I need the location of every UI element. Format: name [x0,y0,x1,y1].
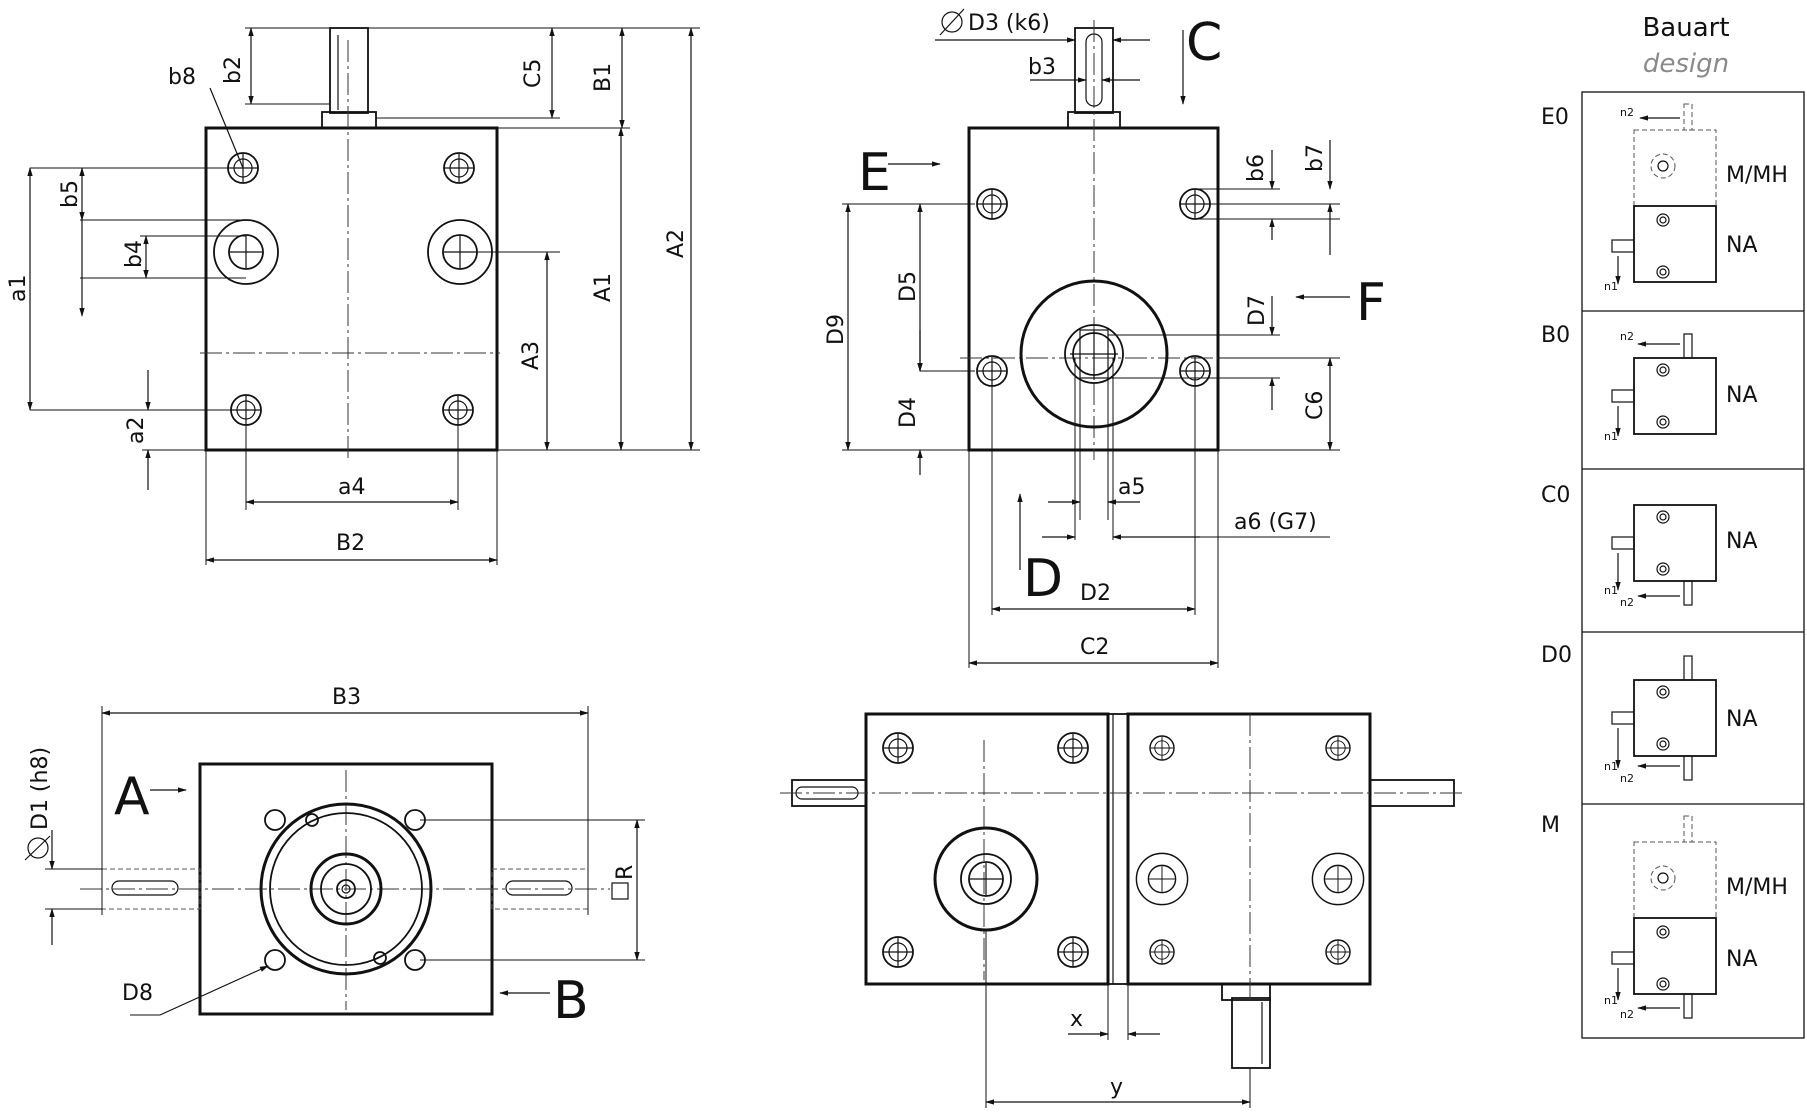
legend-subtitle: design [1643,49,1729,79]
legend-bottom-label: NA [1726,529,1758,554]
legend-code: M [1541,813,1560,838]
view-label-b: B [553,971,589,1031]
label-c2: C2 [1080,635,1109,660]
label-d5: D5 [896,271,921,302]
legend-code: B0 [1541,323,1570,348]
label-y: y [1110,1075,1123,1100]
label-a2-dim: A2 [664,229,689,258]
design-legend: Bauart design E0 n1 n2 M/MH NA B0 [1541,13,1805,1039]
mounting-hole [443,152,475,184]
label-c6: C6 [1303,391,1328,420]
view-label-d: D [1023,549,1063,609]
legend-bottom-label: NA [1726,707,1758,732]
label-b4: b4 [122,240,147,268]
legend-n1: n1 [1604,994,1618,1007]
view-side: D3 (k6) b3 C E b6 b7 D9 D5 D4 [824,8,1386,668]
legend-row-b0: B0 n1 n2 NA [1541,323,1758,443]
mounting-hole [1057,732,1089,764]
label-d7: D7 [1245,295,1270,326]
label-d8: D8 [122,981,153,1006]
legend-row-m: M n1 n2 M/MH NA [1541,813,1788,1021]
legend-n1: n1 [1604,584,1618,597]
legend-row-d0: D0 n1 n2 NA [1541,643,1758,785]
label-a4: a4 [338,475,365,500]
label-a1-dim: A1 [591,273,616,302]
view-top: B3 D1 (h8) A R D8 B [24,685,645,1031]
legend-n1: n1 [1604,430,1618,443]
mounting-hole [882,936,914,968]
legend-n2: n2 [1620,330,1634,343]
legend-n1: n1 [1604,280,1618,293]
label-a5: a5 [1118,475,1145,500]
label-b1: B1 [591,63,616,92]
legend-top-label: M/MH [1726,163,1788,188]
label-d1: D1 (h8) [28,747,53,830]
view-label-a: A [114,767,150,827]
label-b7: b7 [1303,144,1328,172]
label-b2: b2 [221,56,246,84]
top-shaft [329,27,369,114]
label-a2: a2 [124,417,149,444]
label-a1: a1 [6,275,31,302]
label-b8: b8 [168,65,196,90]
label-d4: D4 [896,397,921,428]
label-d3: D3 (k6) [968,11,1050,36]
legend-n2: n2 [1620,772,1634,785]
view-combined: x y [780,712,1466,1108]
legend-row-e0: E0 n1 n2 M/MH NA [1541,103,1788,293]
legend-bottom-label: NA [1726,383,1758,408]
label-b3-dim: B3 [332,685,361,710]
legend-n2: n2 [1620,1008,1634,1021]
legend-bottom-label: NA [1726,233,1758,258]
legend-n1: n1 [1604,760,1618,773]
label-b3: b3 [1028,55,1056,80]
legend-code: D0 [1541,643,1572,668]
legend-row-c0: C0 n1 n2 NA [1541,483,1758,609]
label-b2-dim: B2 [336,531,365,556]
legend-top-label: M/MH [1726,875,1788,900]
view-label-c: C [1186,13,1222,73]
label-d9: D9 [824,314,849,345]
label-x: x [1070,1007,1083,1032]
label-b6: b6 [1244,154,1269,182]
label-c5: C5 [521,59,546,88]
label-d2: D2 [1080,581,1111,606]
flange-circle [1019,279,1169,429]
legend-title: Bauart [1642,13,1729,43]
label-r: R [613,865,638,880]
view-front: b8 b2 C5 B1 A2 A1 A3 b5 [6,27,700,565]
mounting-hole [976,188,1008,220]
view-label-f: F [1356,273,1386,333]
mounting-hole [1057,936,1089,968]
legend-n2: n2 [1620,596,1634,609]
bore-hole [213,219,279,285]
legend-bottom-label: NA [1726,947,1758,972]
label-b5: b5 [58,180,83,208]
label-a3: A3 [519,341,544,370]
legend-n2: n2 [1620,106,1634,119]
mounting-hole [882,732,914,764]
label-a6: a6 (G7) [1234,510,1317,535]
legend-code: C0 [1541,483,1570,508]
legend-code: E0 [1541,105,1569,130]
view-label-e: E [858,143,891,203]
